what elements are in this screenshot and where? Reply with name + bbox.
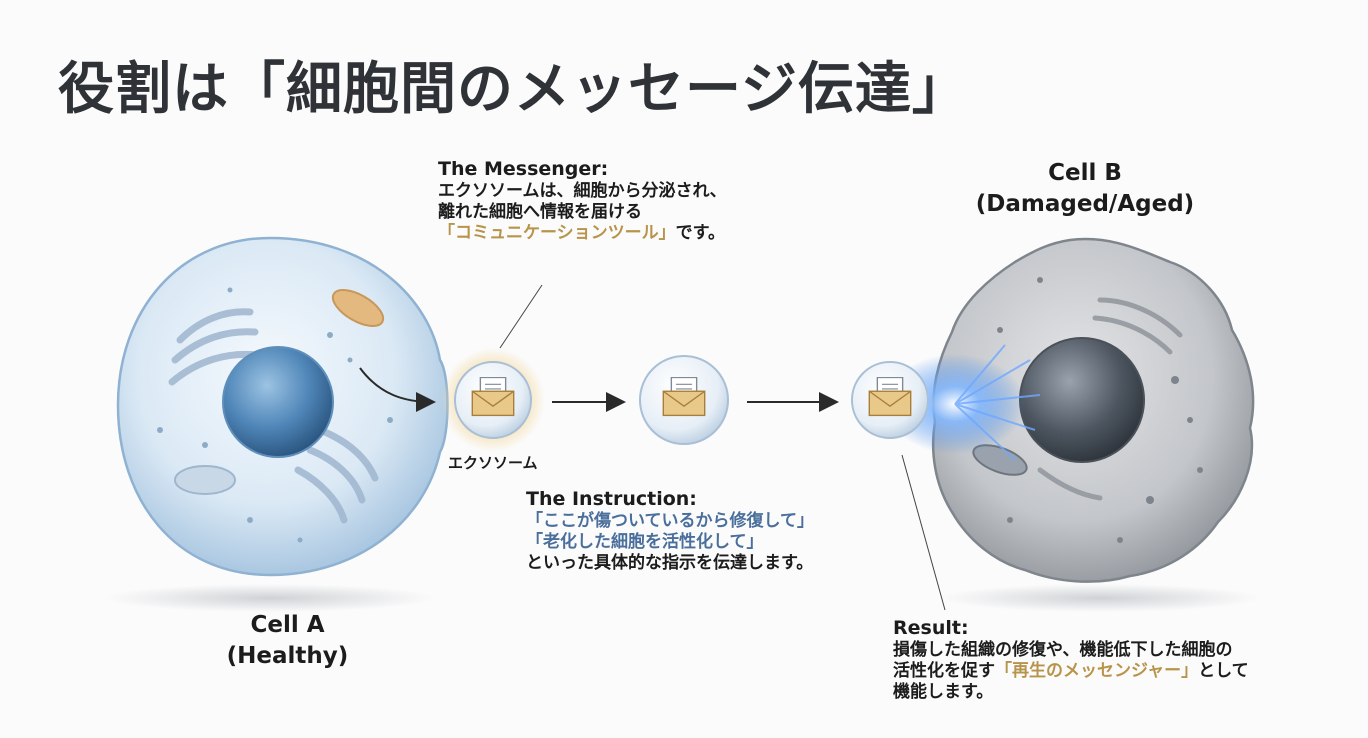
result-line-2-post: として — [1198, 660, 1249, 681]
cell-b-name: Cell B — [1048, 160, 1122, 186]
result-line-2: 活性化を促す「再生のメッセンジャー」として — [893, 661, 1249, 682]
result-leader-line — [901, 454, 946, 611]
cell-a-state: (Healthy) — [226, 643, 349, 670]
cell-b-golgi — [1037, 297, 1183, 501]
instruction-line-3: といった具体的な指示を伝達します。 — [526, 552, 814, 573]
messenger-heading: The Messenger: — [438, 158, 609, 180]
result-highlight: 「再生のメッセンジャー」 — [995, 660, 1199, 681]
cell-a-name: Cell A — [250, 612, 325, 638]
cell-a-mitochondrion — [174, 465, 236, 495]
cell-a-shadow — [105, 584, 435, 612]
result-callout: Result: 損傷した組織の修復や、機能低下した細胞の 活性化を促す「再生のメ… — [893, 617, 1249, 702]
cell-a-mitochondrion-orange — [331, 289, 385, 327]
cell-a-golgi — [168, 308, 379, 524]
exosome-travelling — [639, 355, 729, 445]
messenger-leader-line — [499, 284, 543, 349]
result-line-3: 機能します。 — [893, 681, 994, 702]
cell-b — [931, 237, 1255, 583]
cell-b-state: (Damaged/Aged) — [975, 191, 1195, 218]
instruction-quote-2: 「老化した細胞を活性化して」 — [526, 531, 764, 552]
messenger-line-3: 「コミュニケーションツール」です。 — [438, 223, 727, 244]
cell-a-nucleus — [222, 346, 334, 458]
messenger-line-2: 離れた細胞へ情報を届ける — [438, 201, 642, 222]
messenger-callout: The Messenger: エクソソームは、細胞から分泌され、 離れた細胞へ情… — [438, 158, 727, 243]
messenger-line-3-tail: です。 — [675, 222, 725, 243]
instruction-callout: The Instruction: 「ここが傷ついているから修復して」 「老化した… — [526, 488, 814, 573]
cell-b-label: Cell B (Damaged/Aged) — [965, 158, 1205, 220]
messenger-highlight: 「コミュニケーションツール」 — [438, 222, 676, 243]
result-heading: Result: — [893, 617, 969, 639]
cell-b-granules — [997, 277, 1203, 543]
instruction-quote-1: 「ここが傷ついているから修復して」 — [526, 511, 814, 532]
cell-a-label: Cell A (Healthy) — [200, 610, 375, 672]
cell-b-nucleus — [1019, 337, 1145, 463]
instruction-heading: The Instruction: — [526, 488, 697, 510]
cell-b-shadow — [940, 584, 1260, 612]
release-arrow — [359, 367, 436, 412]
page-title: 役割は「細胞間のメッセージ伝達」 — [58, 57, 969, 122]
cell-a-granules — [157, 287, 393, 543]
result-line-2-pre: 活性化を促す — [893, 660, 995, 681]
exosome-label: エクソソーム — [448, 454, 538, 472]
exosome-budding — [441, 348, 545, 452]
cell-a — [116, 236, 449, 577]
result-line-1: 損傷した組織の修復や、機能低下した細胞の — [893, 640, 1233, 661]
messenger-line-1: エクソソームは、細胞から分泌され、 — [438, 181, 727, 202]
exosome-arriving — [851, 361, 929, 439]
